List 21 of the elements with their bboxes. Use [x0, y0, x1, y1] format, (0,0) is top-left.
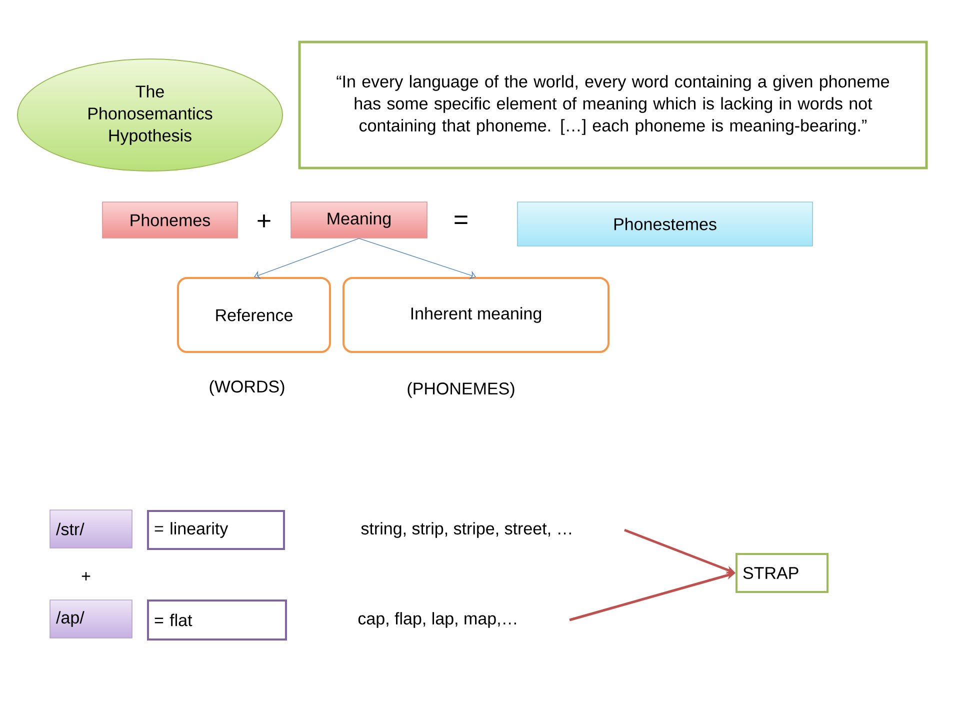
- term-box: Phonemes: [102, 202, 238, 238]
- example-words: cap, flap, lap, map,…: [358, 612, 516, 628]
- result-box: STRAP: [736, 553, 828, 593]
- operator-sign: +: [82, 572, 90, 580]
- oval-title: The Phonosemantics Hypothesis: [17, 58, 283, 172]
- operator-sign: +: [258, 214, 270, 228]
- arrow: [254, 238, 360, 280]
- result-box: Phonestemes: [517, 202, 813, 246]
- annotation-text: (PHONEMES): [408, 382, 514, 398]
- operator-sign: =: [454, 216, 468, 224]
- arrow: [358, 238, 476, 280]
- meaning-box: = flat: [147, 600, 287, 640]
- phoneme-box: /str/: [50, 510, 132, 548]
- quote-box: “In every language of the world, every word containing a given phoneme has some specific element of meaning which is lacking in words not containing that phoneme. […] each phoneme is meaning-bearing.”: [298, 40, 928, 170]
- example-words: string, strip, stripe, street, …: [361, 522, 571, 538]
- term-box: Meaning: [290, 202, 428, 238]
- concept-box: Reference: [177, 277, 331, 353]
- concept-box: Inherent meaning: [342, 277, 610, 353]
- meaning-box: = linearity: [147, 510, 285, 550]
- annotation-text: (WORDS): [210, 380, 284, 396]
- phoneme-box: /ap/: [50, 600, 132, 638]
